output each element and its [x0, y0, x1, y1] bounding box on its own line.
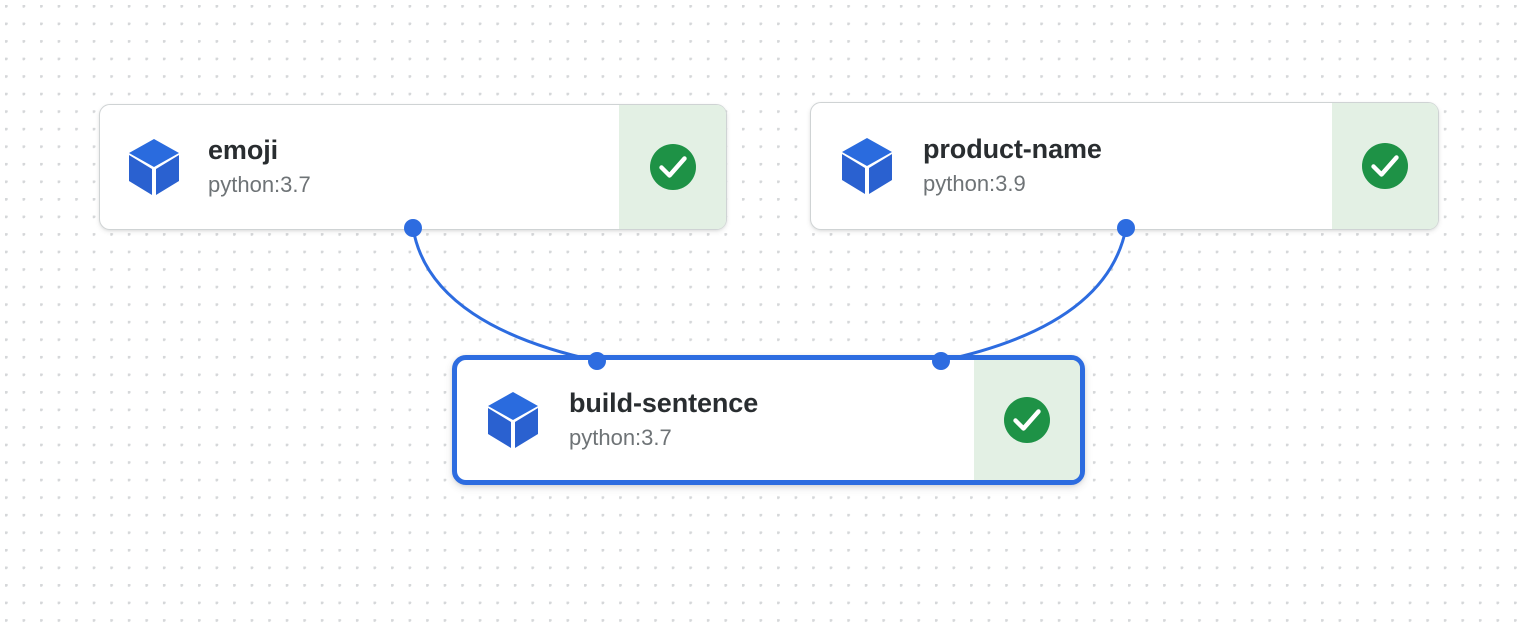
node-body: emoji python:3.7 — [100, 105, 619, 229]
node-subtitle: python:3.9 — [923, 171, 1026, 197]
status-panel[interactable] — [619, 105, 726, 229]
cube-icon — [457, 391, 569, 449]
node-body: product-name python:3.9 — [811, 103, 1332, 229]
port-input-build-sentence-2[interactable] — [932, 352, 950, 370]
node-title: emoji — [208, 135, 279, 166]
node-emoji[interactable]: emoji python:3.7 — [99, 104, 727, 230]
node-text: product-name python:3.9 — [923, 134, 1102, 197]
node-text: build-sentence python:3.7 — [569, 388, 758, 451]
port-output-product-name[interactable] — [1117, 219, 1135, 237]
port-input-build-sentence-1[interactable] — [588, 352, 606, 370]
edge-emoji-to-build-sentence — [411, 226, 599, 363]
cube-icon — [811, 137, 923, 195]
edge-product-name-to-build-sentence — [939, 226, 1128, 363]
port-output-emoji[interactable] — [404, 219, 422, 237]
node-title: build-sentence — [569, 388, 759, 419]
node-subtitle: python:3.7 — [208, 172, 311, 198]
status-panel[interactable] — [1332, 103, 1438, 229]
node-subtitle: python:3.7 — [569, 425, 672, 451]
cube-icon — [100, 138, 208, 196]
node-product-name[interactable]: product-name python:3.9 — [810, 102, 1439, 230]
check-circle-icon — [1362, 143, 1408, 189]
node-text: emoji python:3.7 — [208, 135, 311, 198]
node-title: product-name — [923, 134, 1102, 165]
check-circle-icon — [649, 144, 696, 190]
check-circle-icon — [1004, 397, 1050, 443]
node-build-sentence[interactable]: build-sentence python:3.7 — [452, 355, 1085, 485]
node-body: build-sentence python:3.7 — [457, 360, 974, 480]
status-panel[interactable] — [974, 360, 1080, 480]
